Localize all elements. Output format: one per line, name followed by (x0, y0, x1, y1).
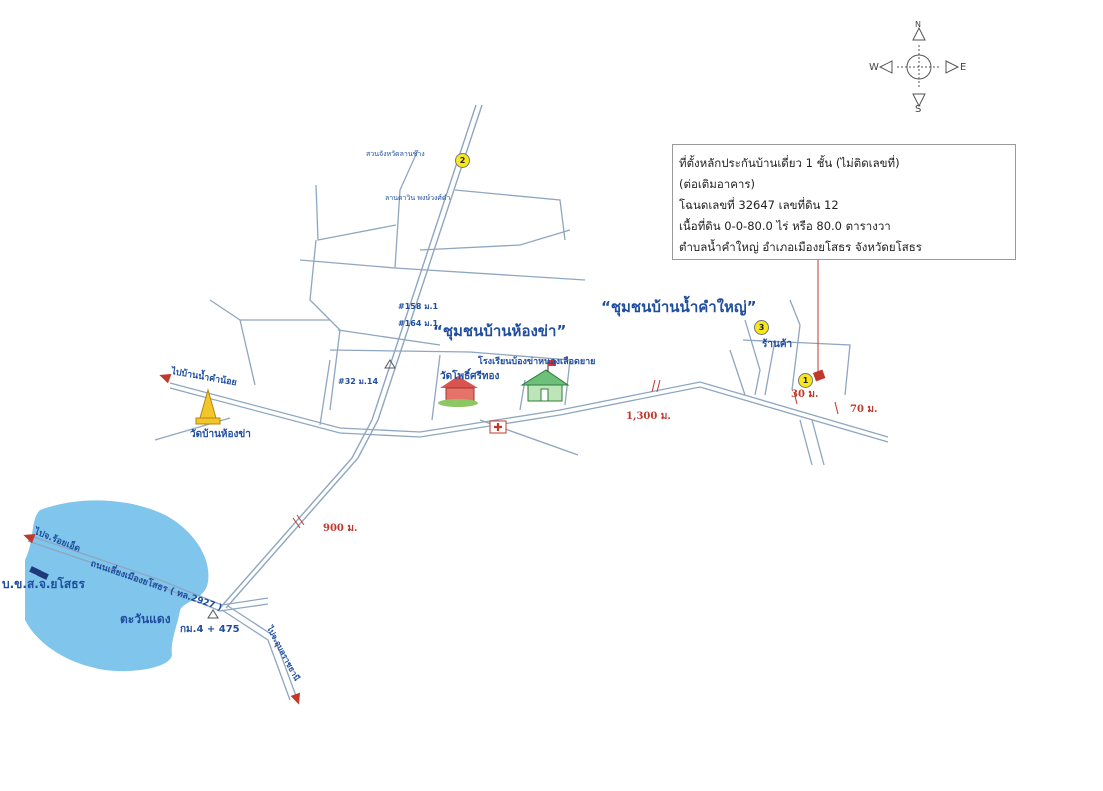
property-info-box: ที่ตั้งหลักประกันบ้านเดี่ยว 1 ชั้น (ไม่ต… (672, 144, 1016, 260)
compass-south: S (915, 104, 922, 115)
compass-east: E (960, 62, 967, 73)
direction-arrows (23, 374, 300, 705)
distance-30: 30 ม. (791, 389, 819, 400)
info-line: เนื้อที่ดิน 0-0-80.0 ไร่ หรือ 80.0 ตาราง… (679, 219, 891, 233)
distance-70: 70 ม. (850, 404, 878, 415)
house-158-label: #158 ม.1 (398, 302, 439, 311)
bus-station-icon (29, 566, 49, 580)
house-164-label: #164 ม.1 (398, 319, 439, 328)
target-house-icon (812, 369, 826, 382)
compass-north: N (915, 20, 921, 29)
info-line: ตำบลน้ำคำใหญ่ อำเภอเมืองยโสธร จังหวัดยโส… (679, 240, 922, 254)
marker-3: 3 (754, 320, 769, 335)
triangle-landmark-icon (384, 359, 396, 369)
place-label-top2: ลานดาวิน พงษ์วงศ์ดำ (385, 194, 451, 202)
community-nam-kham-yai: “ชุมชนบ้านน้ำคำใหญ่” (601, 298, 757, 316)
place-label-top: สวนจังหวัดลานช้าง (366, 150, 425, 158)
stupa-icon (195, 388, 221, 425)
info-line: โฉนดเลขที่ 32647 เลขที่ดิน 12 (679, 198, 839, 212)
info-line: ที่ตั้งหลักประกันบ้านเดี่ยว 1 ชั้น (ไม่ต… (679, 156, 900, 170)
tawan-daeng-label: ตะวันแดง (120, 612, 171, 626)
lake (25, 500, 209, 672)
shop-label: ร้านค้า (762, 339, 793, 350)
temple-hong-kha-label: วัดบ้านห้องข่า (190, 429, 251, 440)
marker-2: 2 (455, 153, 470, 168)
compass-west: W (869, 62, 879, 73)
km-marker-icon (207, 609, 219, 619)
marker-1: 1 (798, 373, 813, 388)
community-hong-kha: “ชุมชนบ้านห้องข่า” (433, 322, 567, 340)
school-icon (520, 360, 570, 402)
distance-ticks (292, 379, 839, 529)
bus-station-label: บ.ข.ส.จ.ยโสธร (2, 577, 85, 591)
km-label: กม.4 + 475 (180, 624, 240, 635)
temple-icon (438, 376, 478, 407)
school-label: โรงเรียนบ้องข่าหนองเลือดยาย (478, 357, 596, 367)
temple-sri-thong-label: วัดโพธิ์ศรีทอง (440, 371, 500, 382)
info-line: (ต่อเติมอาคาร) (679, 177, 756, 191)
compass-rose (878, 26, 960, 108)
house-32-label: #32 ม.14 (338, 377, 379, 386)
distance-1300: 1,300 ม. (626, 411, 671, 422)
distance-900: 900 ม. (323, 523, 358, 534)
hospital-icon (489, 420, 507, 434)
